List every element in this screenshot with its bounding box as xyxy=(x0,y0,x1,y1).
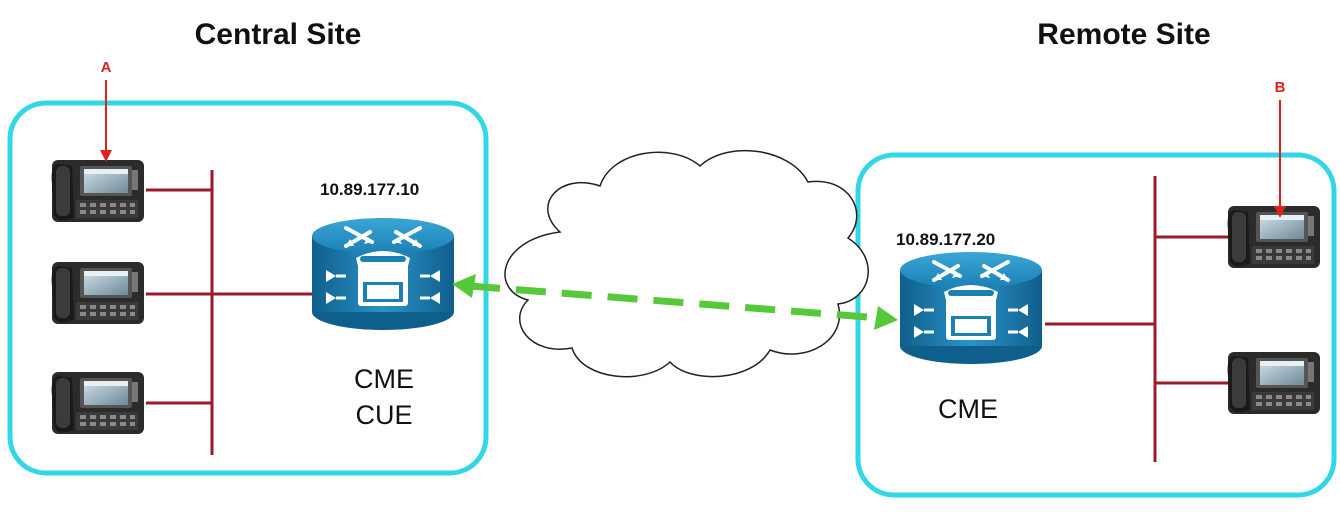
marker-a: A xyxy=(100,59,112,162)
arrowhead-right-icon xyxy=(874,306,898,330)
central-router-label-2: CUE xyxy=(355,400,412,430)
marker-b: B xyxy=(1274,79,1286,218)
remote-site-boundary xyxy=(855,152,1337,498)
remote-lan xyxy=(1045,176,1228,462)
central-router-label-1: CME xyxy=(354,364,414,394)
central-router-ip: 10.89.177.10 xyxy=(320,180,419,199)
remote-router-label: CME xyxy=(938,394,998,424)
ip-phone-icon xyxy=(51,372,144,434)
arrow-down-icon xyxy=(1274,206,1286,218)
marker-b-label: B xyxy=(1275,79,1286,96)
remote-site-title: Remote Site xyxy=(1037,18,1210,51)
wan-cloud xyxy=(504,149,869,378)
central-lan xyxy=(146,170,312,455)
arrow-down-icon xyxy=(100,150,112,162)
wan-voip-link xyxy=(452,274,898,330)
marker-a-label: A xyxy=(101,59,112,76)
ip-phone-icon xyxy=(1227,206,1320,268)
arrowhead-left-icon xyxy=(452,274,476,298)
voice-router-icon xyxy=(310,216,456,332)
ip-phone-icon xyxy=(51,160,144,222)
remote-router-ip: 10.89.177.20 xyxy=(896,230,995,249)
voice-router-icon xyxy=(898,250,1044,366)
central-site-title: Central Site xyxy=(195,18,362,51)
ip-phone-icon xyxy=(51,262,144,324)
ip-phone-icon xyxy=(1227,352,1320,414)
